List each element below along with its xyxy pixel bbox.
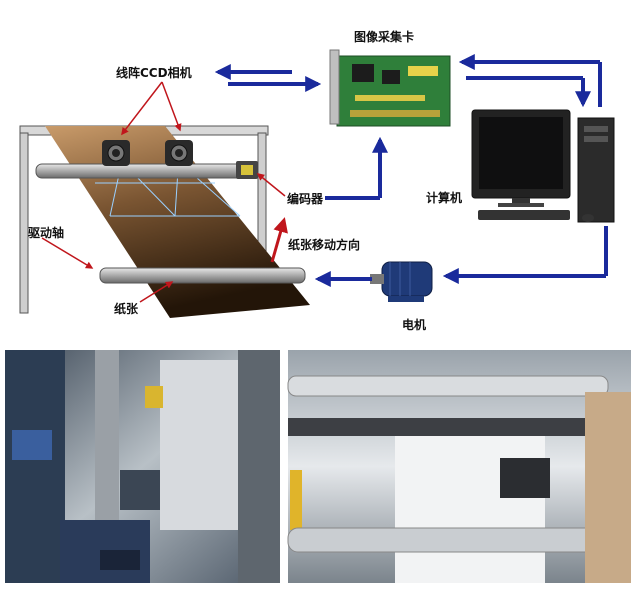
- capture-card-board: [329, 49, 451, 127]
- computer-monitor: [471, 109, 571, 207]
- photo-left-machine: [5, 350, 280, 583]
- label-paper-direction: 纸张移动方向: [288, 238, 361, 252]
- mouse-icon: [582, 214, 594, 222]
- line-ccd-camera: [102, 140, 130, 166]
- signal-arrows: [214, 54, 608, 287]
- label-capture-card: 图像采集卡: [354, 30, 415, 44]
- motor-device: [370, 261, 433, 302]
- computer-tower: [577, 117, 615, 223]
- encoder-device: [236, 161, 258, 179]
- lower-roller: [99, 267, 306, 284]
- label-motor: 电机: [402, 318, 427, 332]
- pointer-arrows: [41, 81, 286, 303]
- line-ccd-camera: [165, 140, 193, 166]
- label-encoder: 编码器: [287, 192, 324, 206]
- label-computer: 计算机: [426, 191, 463, 205]
- label-drive-shaft: 驱动轴: [28, 226, 65, 240]
- label-paper: 纸张: [114, 302, 139, 316]
- keyboard-icon: [478, 210, 570, 220]
- paper-direction-arrow: [270, 217, 288, 263]
- photo-right-machine: [287, 350, 631, 583]
- label-line-ccd-camera: 线阵CCD相机: [116, 66, 192, 80]
- upper-roller: [35, 163, 247, 179]
